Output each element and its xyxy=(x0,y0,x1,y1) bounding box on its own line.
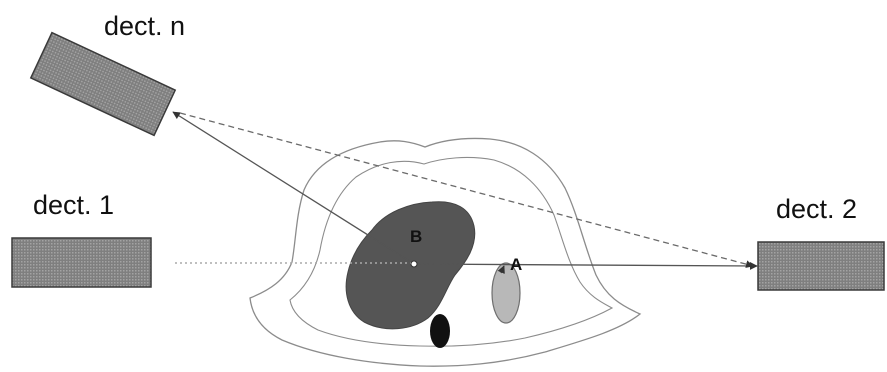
organ-b xyxy=(346,202,475,329)
label-detector-1: dect. 1 xyxy=(33,192,114,219)
label-detector-n: dect. n xyxy=(104,13,185,40)
label-point-a: A xyxy=(510,256,522,273)
ray-b-to-detector-2 xyxy=(414,264,757,266)
label-detector-2: dect. 2 xyxy=(776,196,857,223)
point-b-marker xyxy=(411,261,417,267)
detector-2 xyxy=(758,242,884,290)
label-point-b: B xyxy=(410,228,422,245)
detector-n xyxy=(31,33,175,136)
ray-b-to-detector-n xyxy=(173,112,414,264)
detector-1 xyxy=(12,238,151,287)
organ-black xyxy=(430,314,450,348)
